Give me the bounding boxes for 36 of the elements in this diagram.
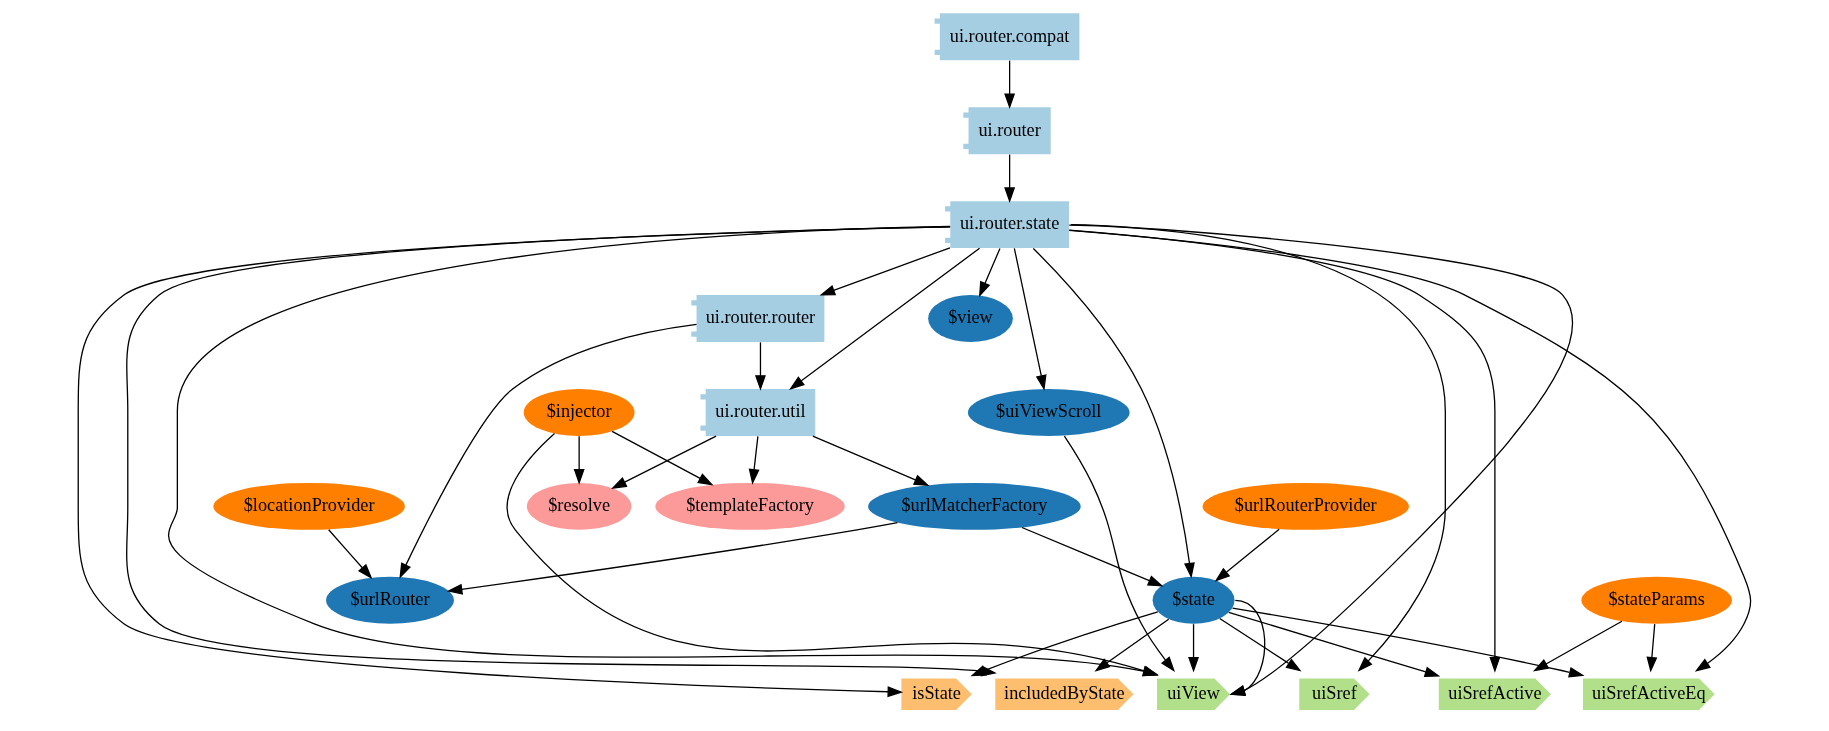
node-ellipse: $urlMatcherFactory [868,482,1081,530]
arrow [1228,611,1441,678]
arrow [819,247,951,296]
node-ellipse: $templateFactory [655,482,845,530]
node-ellipse: $urlRouter [326,576,454,624]
arrow [1214,528,1280,582]
arrow [1532,620,1623,672]
node-ellipse: $injector [523,389,635,436]
arrow [1646,623,1658,673]
arrow [755,341,766,391]
node-ellipse: $locationProvider [213,482,405,530]
arrow [1004,60,1016,110]
node-ellipse: $uiViewScroll [967,389,1130,436]
arrow [1219,617,1302,672]
node-ellipse: $state [1152,576,1235,624]
arrow [573,435,585,485]
arrow [1231,607,1585,678]
arrow [446,522,899,595]
node-ellipse: $stateParams [1581,576,1732,624]
arrow [979,247,1001,298]
arrow [1013,247,1047,391]
arrow [399,323,698,579]
node-ellipse: $resolve [526,482,632,530]
arrow [1063,435,1175,672]
node-ellipse: $view [928,295,1013,342]
arrow [1068,229,1752,672]
arrow [1032,247,1195,579]
arrow [1004,153,1016,203]
arrow [1021,526,1164,587]
arrow [1094,618,1170,672]
arrow [789,247,981,390]
node-ellipse: $urlRouterProvider [1202,482,1409,530]
arrow [1188,623,1200,673]
arrow [812,435,930,486]
arrow [328,529,373,580]
arrow [748,435,760,485]
